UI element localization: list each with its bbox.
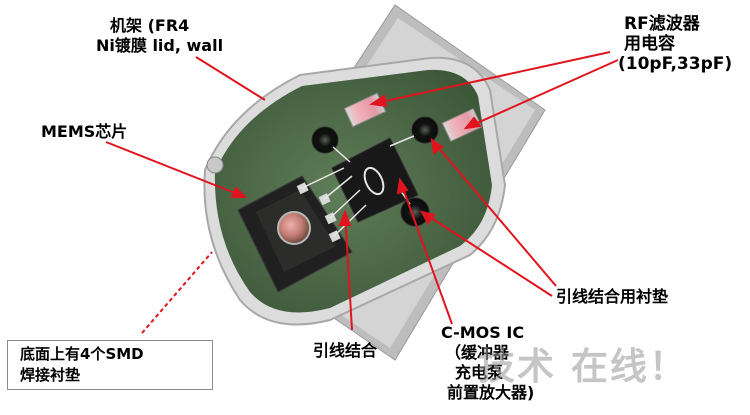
callout-cmos [399, 179, 453, 325]
callout-rf-2 [465, 59, 619, 129]
callout-pad-2 [421, 211, 553, 297]
label-frame: 机架 (FR4 Ni镀膜 lid, wall [96, 16, 223, 56]
callout-rf-1 [371, 51, 611, 105]
label-rf-line-2: 用电容 [624, 34, 675, 54]
bottom-note-line-1: 底面上有4个SMD [20, 345, 144, 363]
callout-frame [195, 56, 266, 101]
callout-wire [344, 211, 353, 331]
label-rf-line-1: RF滤波器 [624, 14, 700, 34]
label-cmos-line-4: 前置放大器) [447, 383, 535, 402]
label-bond-pad: 引线结合用衬垫 [556, 287, 669, 306]
label-frame-line-1: 机架 (FR4 [110, 16, 190, 35]
callout-pad-1 [431, 139, 557, 287]
label-rf-line-3: (10pF,33pF) [618, 54, 733, 74]
label-rf-filter: RF滤波器 用电容 (10pF,33pF) [618, 14, 732, 74]
watermark: 技术 在线！ [478, 345, 688, 388]
bottom-note-line-2: 焊接衬垫 [20, 366, 81, 384]
bottom-note-box: 底面上有4个SMD 焊接衬垫 [7, 340, 213, 390]
mems-diaphragm [277, 211, 311, 245]
bond-wire-5 [332, 146, 351, 163]
callout-mems [105, 141, 246, 198]
label-cmos: C-MOS IC （缓冲器 充电泵 前置放大器) [441, 323, 534, 403]
bond-pads [206, 116, 439, 227]
label-cmos-line-2: （缓冲器 [445, 343, 510, 362]
arrow-pad-1 [430, 137, 444, 155]
arrow-rf-2 [463, 116, 482, 130]
capacitor-2 [441, 108, 483, 142]
label-cmos-line-1: C-MOS IC [441, 323, 525, 342]
bond-wire-1 [323, 175, 353, 200]
cmos-ic-body [331, 137, 419, 223]
callouts [105, 51, 619, 334]
bond-wire-6 [389, 135, 415, 147]
arrow-cmos [396, 177, 409, 195]
callout-bottom [141, 251, 213, 334]
label-mems-chip: MEMS芯片 [41, 122, 128, 141]
bond-pad-1 [311, 126, 339, 154]
bond-wire-2 [329, 189, 361, 219]
cmos-ic [331, 137, 419, 223]
cmos-ic-mark [363, 166, 385, 196]
arrow-rf-1 [369, 94, 388, 108]
arrow-mems [230, 186, 248, 198]
bond-pad-2 [411, 116, 439, 144]
label-frame-line-2: Ni镀膜 lid, wall [96, 36, 224, 55]
arrow-pad-2 [420, 210, 436, 225]
bond-wire-3 [333, 204, 367, 237]
bottom-note-text: 底面上有4个SMD 焊接衬垫 [20, 344, 144, 386]
bond-wire-4 [301, 167, 345, 189]
bond-pad-4 [206, 156, 224, 174]
arrow-wire [338, 209, 352, 226]
label-wire-bond: 引线结合 [313, 341, 378, 360]
label-cmos-line-3: 充电泵 [455, 363, 504, 382]
